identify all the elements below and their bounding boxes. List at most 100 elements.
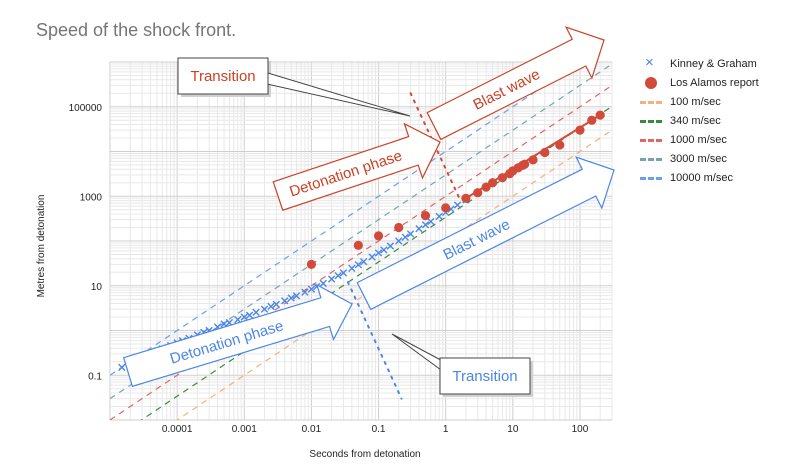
data-point-los-alamos xyxy=(528,155,538,165)
data-point-kinney xyxy=(453,201,462,209)
legend-item[interactable]: 3000 m/sec xyxy=(640,149,759,168)
legend-item[interactable]: 340 m/sec xyxy=(640,111,759,130)
data-point-kinney-stroke xyxy=(354,261,363,269)
speed-line xyxy=(176,129,612,420)
data-point-los-alamos xyxy=(473,188,483,198)
x-marker-icon: × xyxy=(645,53,654,71)
legend-item[interactable]: 100 m/sec xyxy=(640,92,759,111)
data-point-los-alamos xyxy=(441,203,451,213)
legend-item[interactable]: Los Alamos report xyxy=(640,73,759,92)
data-point-los-alamos xyxy=(555,140,565,150)
dot-marker-icon xyxy=(645,76,657,89)
data-point-kinney-stroke xyxy=(281,297,289,305)
x-tick-label: 1 xyxy=(443,424,449,435)
data-point-kinney xyxy=(287,294,295,302)
data-point-kinney xyxy=(359,257,368,266)
data-point-kinney-stroke xyxy=(406,230,415,238)
data-point-kinney-stroke xyxy=(368,253,376,261)
data-point-los-alamos xyxy=(488,178,498,188)
dashed-line-icon xyxy=(640,157,662,161)
data-point-kinney-stroke xyxy=(359,257,368,266)
data-point-kinney-stroke xyxy=(225,318,234,327)
data-point-los-alamos xyxy=(420,210,431,221)
data-point-los-alamos xyxy=(353,240,363,250)
data-point-kinney-stroke xyxy=(334,271,342,280)
data-point-kinney-stroke xyxy=(447,205,455,213)
data-point-kinney-stroke xyxy=(220,320,228,328)
data-point-kinney xyxy=(319,279,327,288)
callout-transition-red: Transition xyxy=(177,57,411,117)
data-point-kinney xyxy=(415,225,423,233)
x-tick-label: 10 xyxy=(507,424,519,435)
data-point-kinney-stroke xyxy=(427,217,435,226)
data-point-kinney xyxy=(421,221,430,229)
arrow-detonation-blue-shape xyxy=(122,283,353,388)
callout-transition-blue-box xyxy=(439,357,531,395)
chart-title: Speed of the shock front. xyxy=(36,20,237,40)
data-point-los-alamos xyxy=(595,110,605,120)
legend-swatch xyxy=(640,134,662,146)
legend-swatch xyxy=(640,96,662,108)
data-point-kinney-stroke xyxy=(453,201,462,209)
arrow-detonation-blue: Detonation phase xyxy=(122,283,353,388)
data-point-kinney xyxy=(245,311,254,319)
data-point-kinney-stroke xyxy=(319,279,327,288)
legend-item[interactable]: 10000 m/sec xyxy=(640,168,759,187)
data-point-kinney xyxy=(368,253,376,261)
data-point-kinney-stroke xyxy=(287,294,295,302)
data-point-kinney-stroke xyxy=(118,363,126,372)
dashed-line-icon xyxy=(640,138,662,142)
x-tick-label: 0.01 xyxy=(302,424,322,435)
data-point-kinney xyxy=(339,269,348,277)
x-tick-label: 0.0001 xyxy=(162,424,193,435)
data-point-kinney-stroke xyxy=(313,282,321,291)
data-point-kinney-stroke xyxy=(401,233,409,241)
x-tick-label: 100 xyxy=(572,424,589,435)
data-point-kinney xyxy=(406,230,415,238)
y-tick-label: 10 xyxy=(91,282,103,293)
legend-label: Kinney & Graham xyxy=(670,57,757,70)
data-point-los-alamos xyxy=(587,115,597,125)
callout-transition-red-box xyxy=(177,57,269,95)
callout-transition-blue-label: Transition xyxy=(452,368,517,385)
data-point-kinney xyxy=(301,288,309,296)
arrow-blastwave-red: Blast wave xyxy=(426,26,605,141)
data-point-los-alamos xyxy=(373,231,384,241)
dashed-line-icon xyxy=(640,100,662,104)
legend-swatch xyxy=(640,172,662,184)
legend-label: 10000 m/sec xyxy=(670,171,733,184)
data-point-kinney-stroke xyxy=(380,246,388,254)
y-tick-label: 100000 xyxy=(69,103,103,114)
data-point-kinney-stroke xyxy=(213,323,222,331)
data-point-kinney-stroke xyxy=(245,311,254,319)
data-point-kinney-stroke xyxy=(301,288,309,296)
arrow-blastwave-blue-shape xyxy=(356,156,615,311)
data-point-kinney xyxy=(267,302,275,311)
data-point-kinney-stroke xyxy=(272,300,281,308)
data-point-kinney xyxy=(401,233,409,241)
legend-label: 100 m/sec xyxy=(670,95,721,108)
x-tick-label: 0.1 xyxy=(372,424,386,435)
data-point-kinney xyxy=(354,261,363,269)
data-point-kinney xyxy=(348,264,356,273)
data-point-los-alamos xyxy=(520,159,530,169)
data-point-kinney-stroke xyxy=(307,285,316,293)
data-point-kinney xyxy=(240,313,248,321)
legend-item[interactable]: 1000 m/sec xyxy=(640,130,759,149)
arrow-blastwave-red-shape xyxy=(426,26,605,141)
data-point-kinney-stroke xyxy=(252,308,260,317)
legend-swatch: × xyxy=(640,54,662,71)
callout-transition-red-label: Transition xyxy=(190,68,255,85)
data-point-kinney xyxy=(307,285,316,293)
legend-swatch xyxy=(640,76,662,89)
speed-line xyxy=(110,62,582,376)
legend-item[interactable]: × Kinney & Graham xyxy=(640,54,759,73)
data-point-kinney-stroke xyxy=(415,225,423,233)
data-point-kinney xyxy=(118,363,126,372)
x-tick-label: 0.001 xyxy=(232,424,257,435)
data-point-kinney-stroke xyxy=(348,264,356,273)
x-axis-label: Seconds from detonation xyxy=(309,449,420,460)
data-point-kinney-stroke xyxy=(386,242,395,250)
data-point-los-alamos xyxy=(394,222,404,233)
